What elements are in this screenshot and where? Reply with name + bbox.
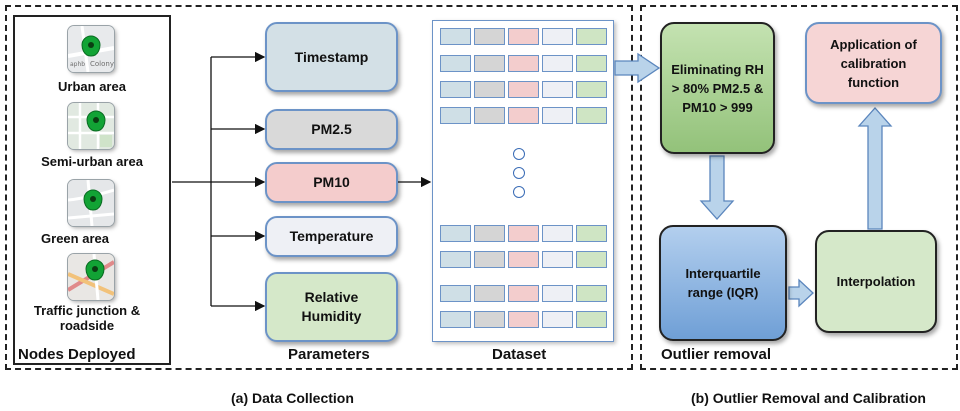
node-label-green: Green area xyxy=(41,231,109,246)
ellipsis-dot xyxy=(513,148,525,160)
dataset-cell xyxy=(542,285,573,302)
dataset-cell xyxy=(576,107,607,124)
dataset-cell xyxy=(542,28,573,45)
dataset-cell xyxy=(508,285,539,302)
dataset-cell xyxy=(440,311,471,328)
map-pin-icon xyxy=(85,259,105,281)
dataset-cell xyxy=(576,55,607,72)
outlier-removal-title: Outlier removal xyxy=(661,346,772,363)
data-collection-caption: (a) Data Collection xyxy=(231,390,354,406)
outlier-removal-caption: (b) Outlier Removal and Calibration xyxy=(691,390,926,406)
dataset-title: Dataset xyxy=(492,346,547,363)
dataset-cell xyxy=(440,251,471,268)
dataset-cell xyxy=(576,225,607,242)
nodes-deployed-box xyxy=(13,15,171,365)
block-arrows xyxy=(614,52,893,308)
dataset-cell xyxy=(576,28,607,45)
node-label-semi-urban: Semi-urban area xyxy=(41,154,143,169)
dataset-cell xyxy=(474,225,505,242)
dataset-cell xyxy=(474,28,505,45)
parameters-title: Parameters xyxy=(288,346,370,363)
param-pm25: PM2.5 xyxy=(265,109,398,150)
param-temperature: Temperature xyxy=(265,216,398,257)
node-label-urban: Urban area xyxy=(58,79,126,94)
dataset-cell xyxy=(542,107,573,124)
dataset-cell xyxy=(440,107,471,124)
param-timestamp: Timestamp xyxy=(265,22,398,92)
outlier-removal-panel xyxy=(640,5,958,370)
map-pin-icon xyxy=(83,189,103,211)
map-pin-icons xyxy=(81,35,106,281)
dataset-cell xyxy=(440,285,471,302)
dataset-cell xyxy=(508,55,539,72)
step-interquartile-range: Interquartile range (IQR) xyxy=(659,225,787,341)
dataset-cell xyxy=(542,225,573,242)
dataset-cell xyxy=(474,311,505,328)
dataset-cell xyxy=(508,107,539,124)
arrow-dataset-to-eliminate xyxy=(614,52,661,84)
step-calibration: Application of calibration function xyxy=(805,22,942,104)
dataset-cell xyxy=(576,285,607,302)
dataset-cell xyxy=(508,311,539,328)
ellipsis-dot xyxy=(513,186,525,198)
dataset-cell xyxy=(508,225,539,242)
dataset-cell xyxy=(508,251,539,268)
dataset-cell xyxy=(542,55,573,72)
dataset-cell xyxy=(542,81,573,98)
node-label-traffic: Traffic junction & roadside xyxy=(33,303,141,333)
dataset-cell xyxy=(474,251,505,268)
dataset-cell xyxy=(576,311,607,328)
dataset-cell xyxy=(576,81,607,98)
dataset-cell xyxy=(542,251,573,268)
dataset-cell xyxy=(440,28,471,45)
dataset-cell xyxy=(474,285,505,302)
arrow-eliminate-to-iqr xyxy=(699,155,735,220)
ellipsis-dot xyxy=(513,167,525,179)
dataset-cell xyxy=(542,311,573,328)
map-pin-icon xyxy=(81,35,101,57)
dataset-cell xyxy=(474,55,505,72)
nodes-deployed-title: Nodes Deployed xyxy=(18,346,136,363)
step-interpolation: Interpolation xyxy=(815,230,937,333)
dataset-cell xyxy=(440,225,471,242)
dataset-cell xyxy=(440,55,471,72)
semi-urban-area-map-icon xyxy=(68,103,114,149)
map-text: Colony xyxy=(90,60,114,68)
map-pin-icon xyxy=(86,110,106,132)
dataset-cell xyxy=(508,28,539,45)
dataset-cell xyxy=(474,81,505,98)
param-relative-humidity: Relative Humidity xyxy=(265,272,398,342)
dataset-cell xyxy=(440,81,471,98)
step-eliminating: Eliminating RH > 80% PM2.5 & PM10 > 999 xyxy=(660,22,775,154)
dataset-cell xyxy=(474,107,505,124)
connectors xyxy=(172,51,432,312)
arrow-interpolation-to-calibration xyxy=(857,107,893,230)
arrow-iqr-to-interpolation xyxy=(788,278,814,308)
map-text-small: aphb xyxy=(70,61,85,68)
data-collection-panel xyxy=(5,5,633,370)
dataset-cell xyxy=(576,251,607,268)
dataset-cell xyxy=(508,81,539,98)
param-pm10: PM10 xyxy=(265,162,398,203)
